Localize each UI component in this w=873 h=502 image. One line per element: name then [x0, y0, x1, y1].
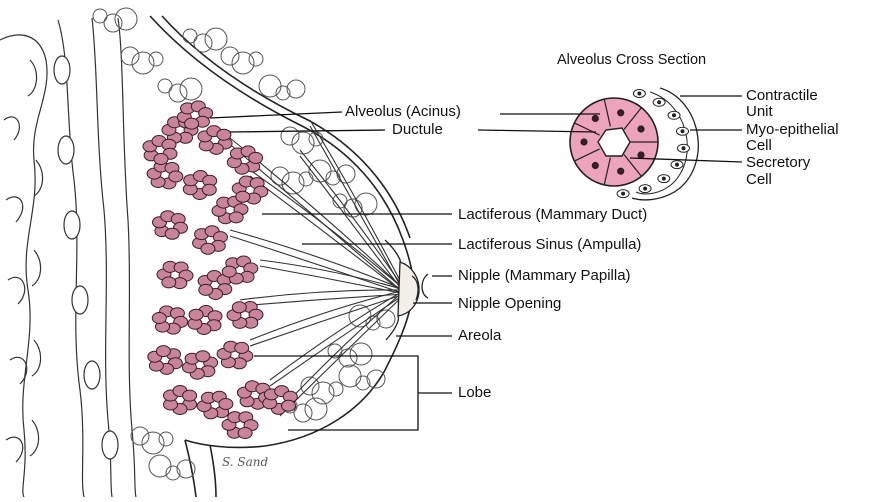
fat-lobule: [249, 52, 263, 66]
glandular-lobules: [143, 101, 297, 439]
alveolus-lobule: [156, 346, 170, 357]
fat-lobule: [339, 365, 361, 387]
alveolus-lobule: [201, 243, 215, 254]
duct-line: [240, 290, 405, 300]
myo-cell-nucleus: [622, 192, 625, 195]
alveolus-lobule: [236, 191, 250, 202]
alveolus-lobule: [235, 342, 249, 353]
label-secretory-line2: Cell: [746, 172, 772, 188]
fat-lobule: [104, 14, 122, 32]
alveolus-lobule: [202, 184, 216, 195]
fat-lobule: [93, 9, 107, 23]
cell-nucleus: [638, 152, 644, 158]
fat-lobule: [159, 432, 173, 446]
label-myo-line2: Cell: [746, 138, 772, 154]
cell-nucleus: [592, 163, 598, 169]
label-lobe: Lobe: [458, 385, 491, 401]
fat-lobule: [259, 75, 281, 97]
label-myo-line1: Myo-epithelial: [746, 122, 839, 138]
alveolus-lobule: [249, 152, 263, 163]
cell-nucleus: [581, 139, 587, 145]
alveolus-lobule: [185, 118, 199, 129]
myo-cell-nucleus: [638, 92, 641, 95]
alveolus-lobule: [219, 399, 233, 410]
alveolus-lobule: [183, 390, 197, 401]
fat-lobule: [180, 78, 202, 100]
duct-line: [250, 290, 405, 340]
cell-nucleus: [618, 110, 624, 116]
duct-line: [270, 290, 405, 380]
fat-lobule: [299, 172, 313, 186]
label-contractile-line2: Unit: [746, 104, 773, 120]
myo-cell-nucleus: [673, 114, 676, 117]
alveolus-lobule: [162, 277, 176, 288]
fat-lobule: [183, 29, 197, 43]
fat-lobule: [294, 404, 312, 422]
fat-lobule: [350, 343, 372, 365]
label-secretory-line1: Secretory: [746, 155, 810, 171]
duct-line: [280, 294, 405, 416]
fat-lobule: [309, 160, 331, 182]
myo-cell-nucleus: [676, 163, 679, 166]
fat-lobule: [287, 80, 305, 98]
alveolus-lobule: [229, 212, 243, 223]
myo-cell-nucleus: [681, 130, 684, 133]
alveolus-lobule: [154, 154, 168, 165]
alveolus-lobule: [222, 266, 236, 277]
label-contractile-line1: Contractile: [746, 88, 818, 104]
alveolus-lobule: [169, 171, 183, 182]
cell-nucleus: [618, 168, 624, 174]
duct-line: [310, 126, 405, 294]
label-nipple: Nipple (Mammary Papilla): [458, 268, 631, 284]
fat-lobule: [329, 382, 343, 396]
cell-nucleus: [638, 126, 644, 132]
myo-cell-nucleus: [658, 101, 661, 104]
myo-cell-nucleus: [662, 177, 665, 180]
fat-lobule: [131, 427, 149, 445]
fat-lobule: [221, 47, 239, 65]
alveolus-lobule: [199, 284, 213, 295]
fat-lobule: [149, 52, 163, 66]
fat-lobule: [281, 127, 299, 145]
alveolus-lobule: [152, 313, 166, 324]
cross-section-title: Alveolus Cross Section: [557, 52, 706, 68]
alveolus-lobule: [282, 400, 296, 411]
chest-wall: [0, 18, 136, 497]
label-lactiferous-sinus: Lactiferous Sinus (Ampulla): [458, 237, 641, 253]
label-ductule: Ductule: [392, 122, 443, 138]
fat-lobule: [271, 167, 289, 185]
fat-lobule: [169, 84, 187, 102]
fat-lobule: [121, 47, 139, 65]
nipple-bracket: [422, 274, 428, 298]
fat-lobule: [339, 349, 357, 367]
alveolus-lobule: [189, 309, 203, 320]
fat-lobule: [337, 165, 355, 183]
alveolus-lobule: [217, 129, 231, 140]
alveolus-lobule: [196, 351, 210, 362]
label-nipple-opening: Nipple Opening: [458, 296, 561, 312]
fat-lobule: [194, 34, 212, 52]
myo-cell-nucleus: [644, 187, 647, 190]
alveolus-lobule: [232, 302, 246, 313]
cell-nucleus: [592, 116, 598, 122]
alveolus-lobule: [238, 428, 252, 439]
alveolus-cross-section: [570, 88, 698, 200]
label-lactiferous-duct: Lactiferous (Mammary Duct): [458, 207, 647, 223]
duct-line: [310, 120, 405, 290]
artist-signature: S. Sand: [222, 455, 268, 469]
rib-segments: [54, 56, 118, 459]
label-areola: Areola: [458, 328, 501, 344]
myo-cell-nucleus: [682, 147, 685, 150]
alveolus-lobule: [165, 228, 179, 239]
label-alveolus: Alveolus (Acinus): [345, 104, 461, 120]
duct-line: [250, 176, 405, 294]
breast-outline: [150, 16, 413, 497]
duct-line: [250, 170, 405, 290]
fat-lobule: [205, 28, 227, 50]
fat-lobule: [158, 79, 172, 93]
fat-lobule: [149, 455, 171, 477]
